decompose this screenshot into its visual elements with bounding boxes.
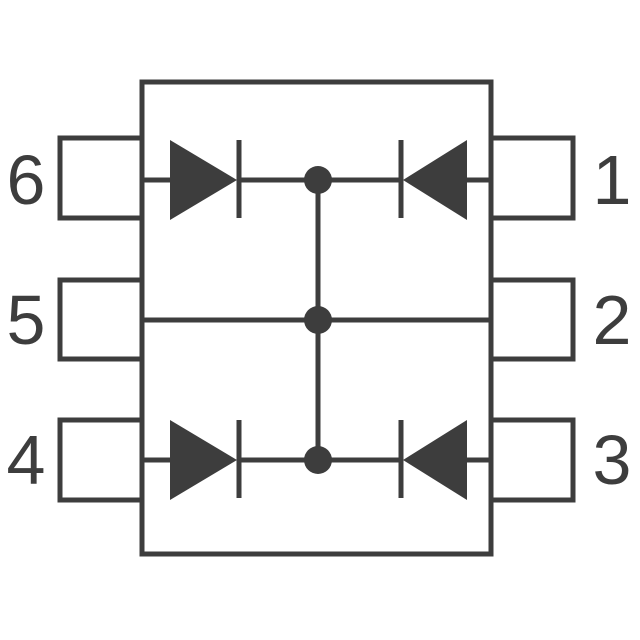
pin-label-1: 1	[593, 141, 632, 219]
pad-1	[488, 135, 576, 221]
pin-label-6: 6	[7, 141, 46, 219]
pad-4	[57, 417, 145, 503]
pad-5	[57, 277, 145, 362]
diode-top-right-icon	[403, 140, 467, 220]
pad-6	[57, 135, 145, 221]
pad-2	[488, 277, 576, 362]
diode-bottom-right-icon	[403, 420, 467, 500]
pin-label-2: 2	[593, 281, 632, 359]
pin-label-4: 4	[7, 421, 46, 499]
junction-bottom	[304, 446, 332, 474]
junction-top	[304, 166, 332, 194]
pad-3	[488, 417, 576, 503]
pin-label-5: 5	[7, 281, 46, 359]
diode-bottom-left-icon	[170, 420, 237, 500]
junction-middle	[304, 306, 332, 334]
diode-top-left-icon	[170, 140, 237, 220]
pin-label-3: 3	[593, 421, 632, 499]
